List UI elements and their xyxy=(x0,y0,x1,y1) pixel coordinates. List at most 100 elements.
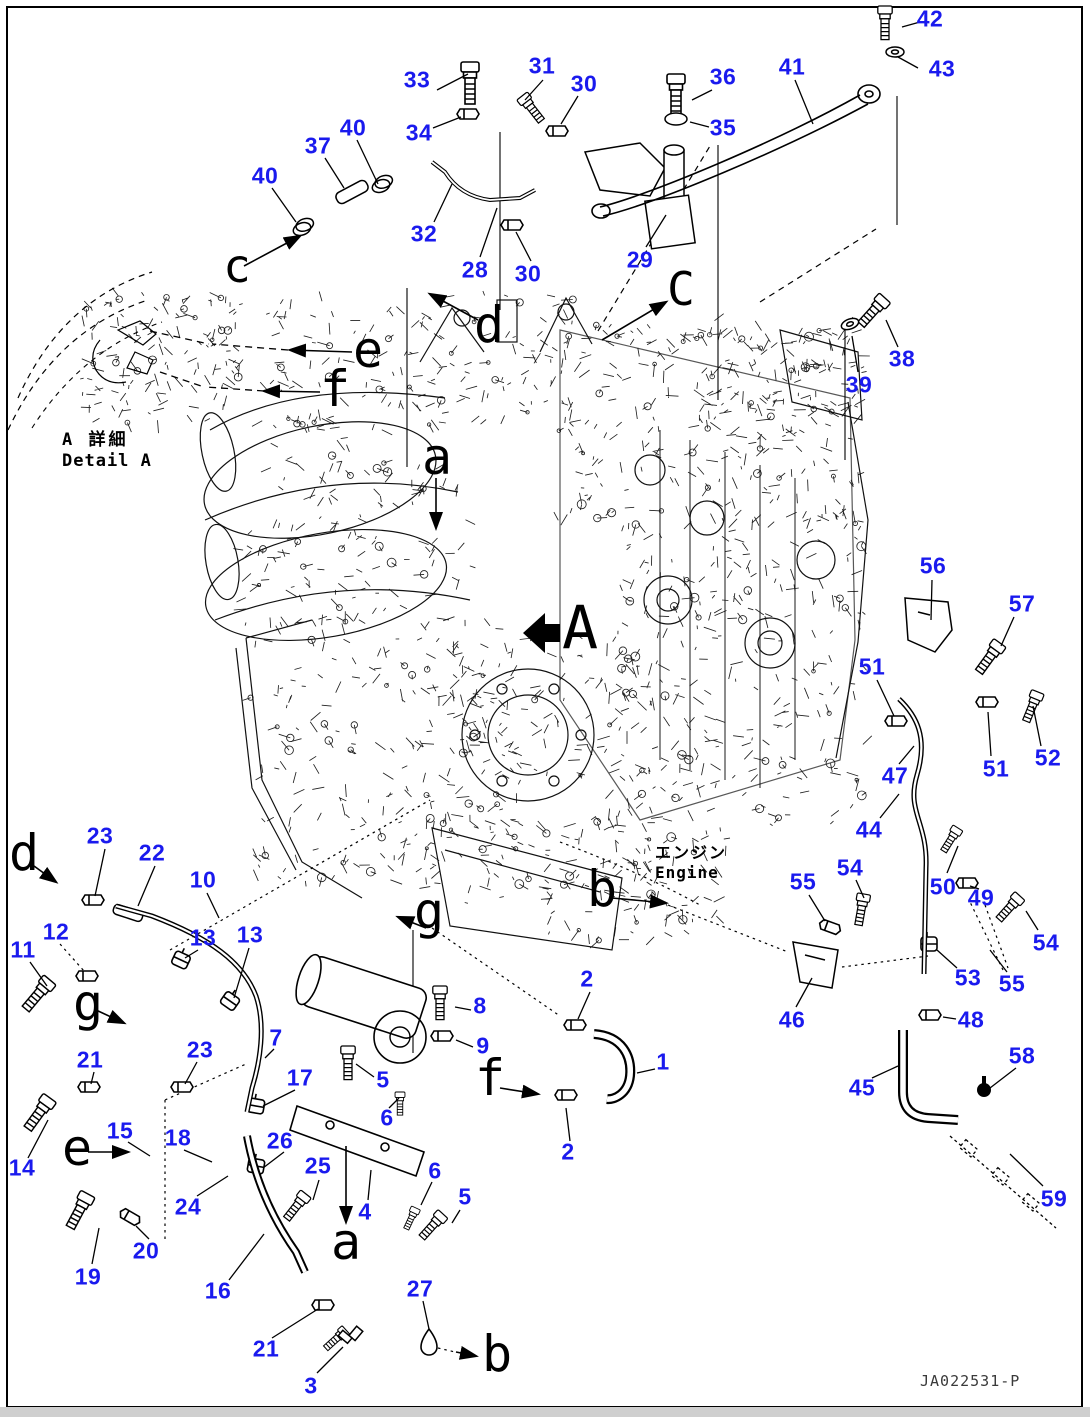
detail-a-drawing xyxy=(7,271,210,431)
part-callout-2: 2 xyxy=(561,1138,575,1165)
part-callout-27: 27 xyxy=(406,1275,434,1302)
part-callout-21: 21 xyxy=(76,1046,104,1073)
view-letter-C: C xyxy=(667,262,695,317)
part-callout-21: 21 xyxy=(252,1335,280,1362)
part-callout-59: 59 xyxy=(1040,1185,1068,1212)
part-callout-1: 1 xyxy=(656,1048,670,1075)
part-callout-40: 40 xyxy=(339,114,367,141)
ghost-part-59 xyxy=(949,1135,1057,1229)
part-callout-15: 15 xyxy=(106,1117,134,1144)
construction-lines xyxy=(59,96,1009,1353)
leader-lines xyxy=(27,21,1044,1374)
part-callout-36: 36 xyxy=(709,63,737,90)
detail-a-caption-en: Detail A xyxy=(62,451,152,472)
view-letter-A: A xyxy=(561,593,599,664)
view-arrows xyxy=(33,234,669,1360)
part-callout-47: 47 xyxy=(881,762,909,789)
part-callout-23: 23 xyxy=(86,822,114,849)
part-callout-13: 13 xyxy=(189,924,217,951)
part-callout-54: 54 xyxy=(1032,929,1060,956)
view-letter-a: a xyxy=(421,428,453,486)
part-callout-8: 8 xyxy=(473,992,487,1019)
engine-caption: エンジン Engine xyxy=(655,843,727,883)
view-letter-f: f xyxy=(474,1049,506,1107)
part-callout-32: 32 xyxy=(410,220,438,247)
view-a-big-arrow xyxy=(523,613,560,653)
part-callout-45: 45 xyxy=(848,1074,876,1101)
view-letter-b: b xyxy=(586,860,618,918)
part-callout-29: 29 xyxy=(626,246,654,273)
part-callout-17: 17 xyxy=(286,1064,314,1091)
view-letter-e: e xyxy=(352,321,384,379)
part-callout-7: 7 xyxy=(269,1024,283,1051)
part-callout-22: 22 xyxy=(138,839,166,866)
part-callout-6: 6 xyxy=(380,1104,394,1131)
view-letter-b: b xyxy=(481,1325,513,1383)
part-callout-12: 12 xyxy=(42,918,70,945)
part-callout-14: 14 xyxy=(8,1154,36,1181)
view-letter-c: c xyxy=(223,239,251,294)
view-letter-g: g xyxy=(413,882,445,940)
part-callout-4: 4 xyxy=(358,1198,372,1225)
view-letter-f: f xyxy=(319,360,351,418)
part-callout-31: 31 xyxy=(528,52,556,79)
part-callout-5: 5 xyxy=(458,1183,472,1210)
part-callout-43: 43 xyxy=(928,55,956,82)
part-callout-6: 6 xyxy=(428,1157,442,1184)
detail-a-caption-jp: A 詳細 xyxy=(62,430,129,450)
part-callout-33: 33 xyxy=(403,66,431,93)
engine-caption-en: Engine xyxy=(655,863,719,882)
part-callout-11: 11 xyxy=(10,936,36,963)
part-callout-28: 28 xyxy=(461,256,489,283)
part-callout-13: 13 xyxy=(236,921,264,948)
part-callout-5: 5 xyxy=(376,1066,390,1093)
part-callout-35: 35 xyxy=(709,114,737,141)
bottom-edge-strip xyxy=(0,1407,1090,1417)
view-letter-d: d xyxy=(473,296,505,354)
part-callout-46: 46 xyxy=(778,1006,806,1033)
part-callout-56: 56 xyxy=(919,552,947,579)
part-callout-58: 58 xyxy=(1008,1042,1036,1069)
detail-a-caption: A 詳細 Detail A xyxy=(62,430,152,473)
part-callout-18: 18 xyxy=(164,1124,192,1151)
part-callout-23: 23 xyxy=(186,1036,214,1063)
part-callout-49: 49 xyxy=(967,884,995,911)
part-callout-10: 10 xyxy=(189,866,217,893)
part-callout-51: 51 xyxy=(858,653,886,680)
part-icons xyxy=(18,5,1057,1356)
view-letter-e: e xyxy=(61,1119,93,1177)
part-callout-53: 53 xyxy=(954,964,982,991)
part-callout-42: 42 xyxy=(916,5,944,32)
view-letter-a: a xyxy=(330,1213,362,1271)
part-callout-57: 57 xyxy=(1008,590,1036,617)
drawing-number: JA022531-P xyxy=(920,1372,1021,1390)
part-callout-19: 19 xyxy=(74,1263,102,1290)
view-letter-g: g xyxy=(72,974,104,1032)
engine-caption-jp: エンジン xyxy=(655,843,728,862)
part-callout-24: 24 xyxy=(174,1193,202,1220)
part-callout-34: 34 xyxy=(405,119,433,146)
part-callout-9: 9 xyxy=(476,1032,490,1059)
part-callout-38: 38 xyxy=(888,345,916,372)
part-callout-40: 40 xyxy=(251,162,279,189)
part-callout-30: 30 xyxy=(514,260,542,287)
part-callout-41: 41 xyxy=(778,53,806,80)
part-callout-55: 55 xyxy=(998,970,1026,997)
part-callout-39: 39 xyxy=(845,371,873,398)
part-callout-16: 16 xyxy=(204,1277,232,1304)
part-callout-25: 25 xyxy=(304,1152,332,1179)
part-callout-51: 51 xyxy=(982,755,1010,782)
part-callout-55: 55 xyxy=(789,868,817,895)
part-callout-44: 44 xyxy=(855,816,883,843)
engine-line-art-texture xyxy=(80,287,873,949)
part-callout-26: 26 xyxy=(266,1127,294,1154)
engine-line-art xyxy=(199,296,869,951)
part-callout-30: 30 xyxy=(570,70,598,97)
part-callout-3: 3 xyxy=(304,1372,318,1399)
plug-58 xyxy=(977,1076,991,1097)
part-callout-48: 48 xyxy=(957,1006,985,1033)
part-callout-37: 37 xyxy=(304,132,332,159)
view-letter-d: d xyxy=(8,824,40,882)
page-border xyxy=(6,6,1083,1408)
